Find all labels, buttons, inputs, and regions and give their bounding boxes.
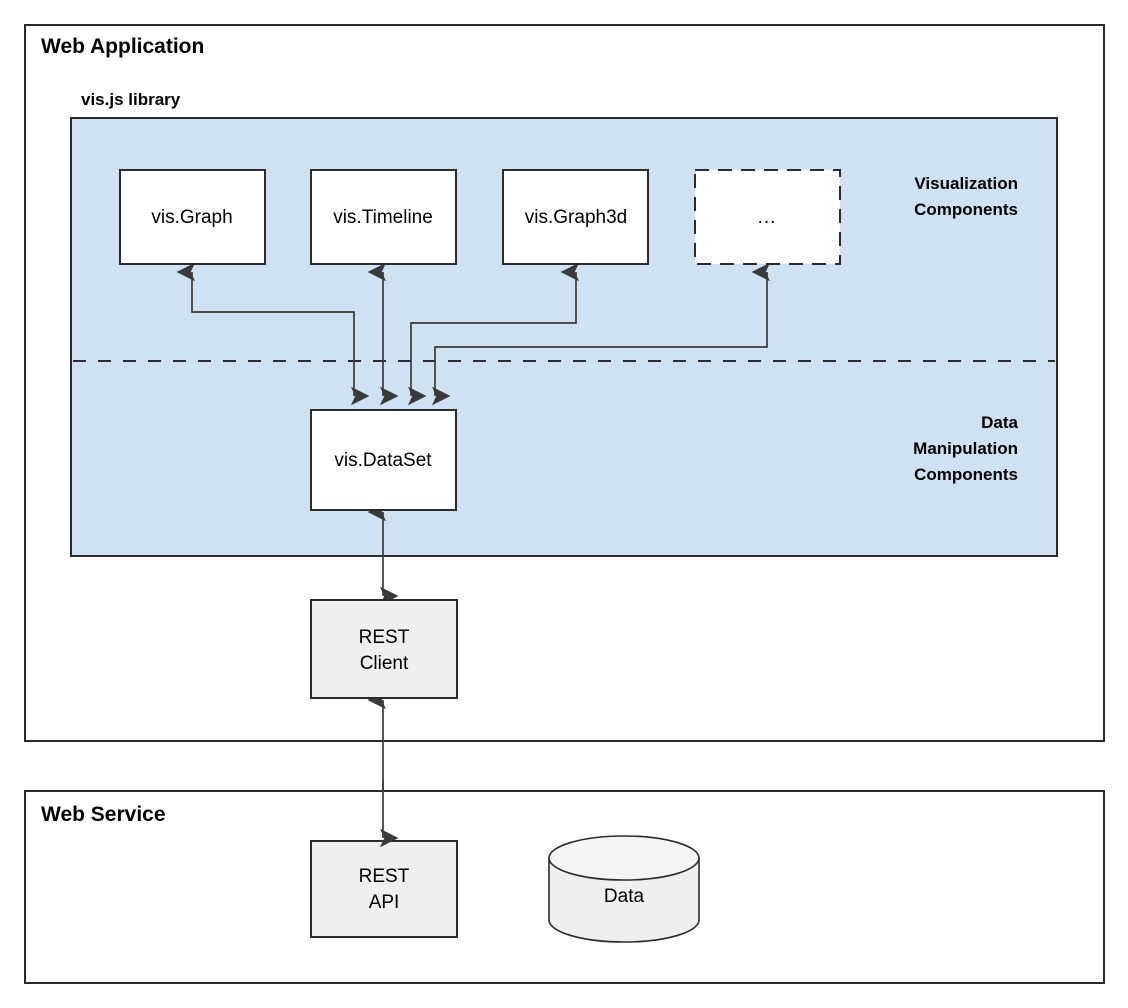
svg-text:Visualization: Visualization — [914, 174, 1018, 193]
node-rest-api-label-line1: REST — [359, 866, 410, 887]
node-data-store-label: Data — [604, 886, 645, 907]
node-rest-client-label-line2: Client — [360, 653, 409, 674]
vis-js-library-label: vis.js library — [81, 90, 181, 109]
node-data-store[interactable]: Data — [548, 835, 700, 943]
svg-text:Manipulation: Manipulation — [913, 439, 1018, 458]
node-rest-client-label-line1: REST — [359, 627, 410, 648]
node-vis-timeline[interactable]: vis.Timeline — [310, 169, 457, 265]
data-manipulation-components-label: Data Manipulation Components — [913, 413, 1018, 484]
node-vis-timeline-label: vis.Timeline — [333, 207, 433, 228]
svg-text:Data: Data — [981, 413, 1018, 432]
node-rest-client[interactable]: REST Client — [310, 599, 458, 699]
node-vis-graph-label: vis.Graph — [151, 207, 232, 228]
node-rest-api-label-line2: API — [369, 892, 400, 913]
node-more-components-label: ... — [758, 207, 777, 228]
node-rest-api[interactable]: REST API — [310, 840, 458, 938]
node-more-components[interactable]: ... — [694, 169, 841, 265]
node-vis-dataset-label: vis.DataSet — [334, 450, 432, 471]
web-service-title: Web Service — [41, 803, 166, 826]
node-vis-dataset[interactable]: vis.DataSet — [310, 409, 457, 511]
node-vis-graph[interactable]: vis.Graph — [119, 169, 266, 265]
svg-text:Components: Components — [914, 465, 1018, 484]
svg-text:Components: Components — [914, 200, 1018, 219]
web-application-title: Web Application — [41, 35, 204, 58]
node-vis-graph3d[interactable]: vis.Graph3d — [502, 169, 649, 265]
visualization-components-label: Visualization Components — [914, 174, 1018, 219]
connector-dataset-more — [431, 262, 771, 406]
connector-dataset-graph — [176, 262, 370, 406]
node-vis-graph3d-label: vis.Graph3d — [525, 207, 627, 228]
